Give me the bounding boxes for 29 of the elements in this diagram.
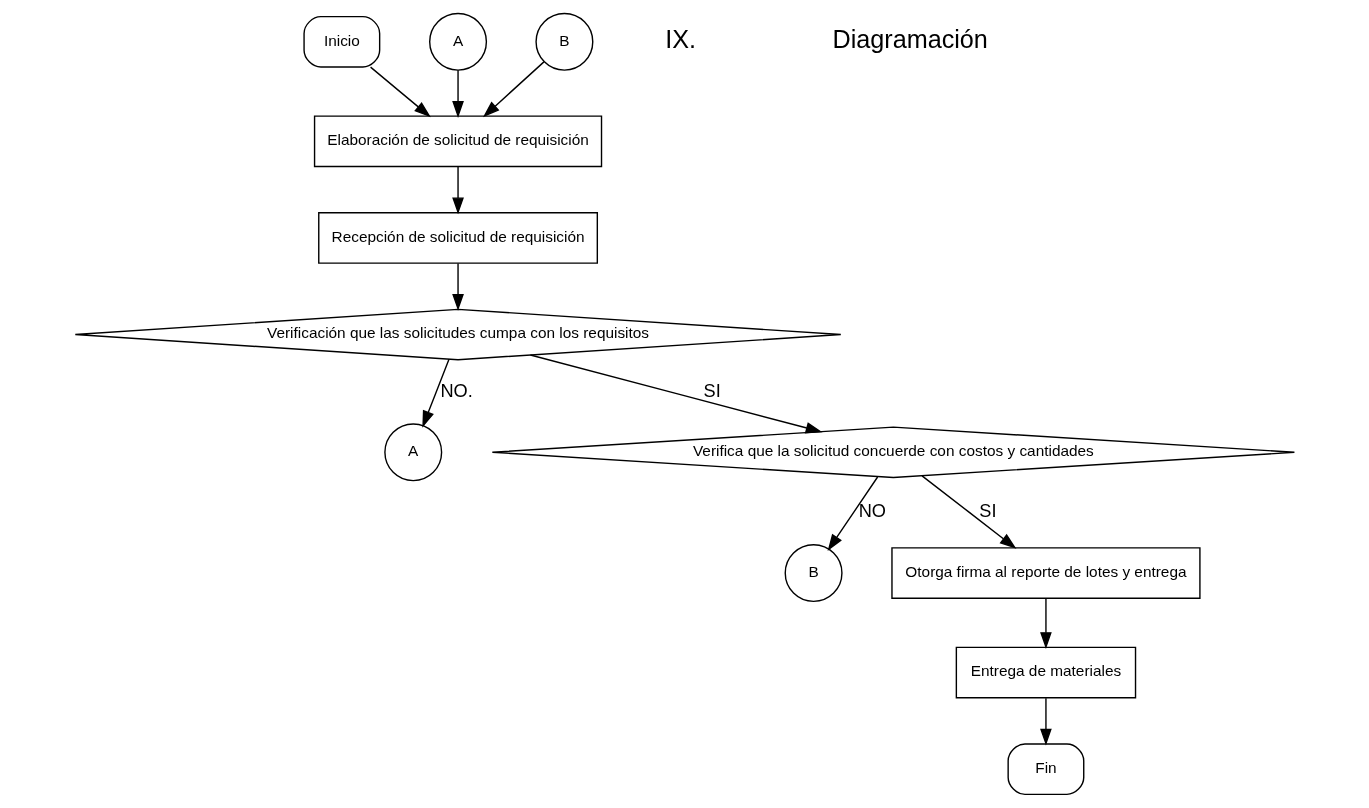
arrow (369, 66, 431, 118)
node-circle: B (784, 543, 843, 603)
arrow (451, 262, 464, 311)
arrow (482, 61, 545, 118)
node-box: Inicio (302, 15, 380, 68)
arrow (451, 69, 464, 118)
edge-label: NO. (439, 380, 473, 401)
arrow (1039, 597, 1052, 649)
edge-label: NO (858, 501, 886, 522)
arrow (451, 166, 464, 215)
edge-label: SI (978, 501, 996, 522)
label: Diagramación (831, 24, 988, 53)
node-diamond: Verificación que las solicitudes cumpa con los requisitos (74, 308, 841, 361)
arrow (920, 475, 1016, 549)
arrow (529, 354, 822, 434)
arrow (421, 358, 450, 428)
arrow (827, 476, 878, 551)
node-box: Otorga firma al reporte de lotes y entrega (890, 547, 1201, 599)
node-circle: B (534, 12, 593, 71)
node-circle: A (428, 12, 487, 71)
node-box: Elaboración de solicitud de requisición (313, 115, 602, 168)
label: IX. (664, 24, 696, 53)
node-box: Entrega de materiales (955, 646, 1136, 699)
arrow (1039, 697, 1052, 746)
node-diamond: Verifica que la solicitud concuerde con costos y cantidades (491, 426, 1295, 479)
edge-label: SI (703, 380, 721, 401)
node-box: Recepción de solicitud de requisición (317, 212, 598, 264)
node-box: Fin (1006, 743, 1084, 796)
node-circle: A (383, 423, 442, 482)
